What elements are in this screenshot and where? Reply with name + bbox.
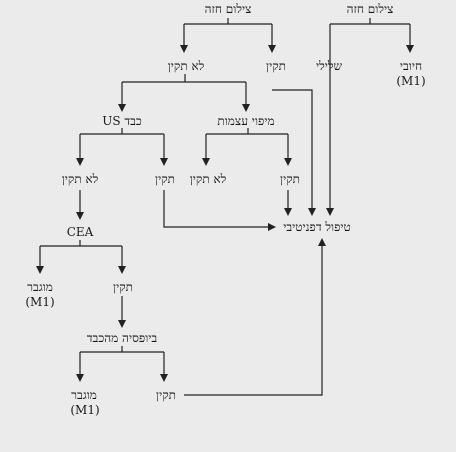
connector [184, 246, 323, 396]
arrowhead [308, 208, 316, 216]
elevated-node: מוגבר [27, 280, 53, 294]
elevated-stage-label: (M1) [70, 403, 100, 417]
arrowhead [76, 158, 84, 166]
arrowhead [318, 238, 326, 246]
arrowhead [76, 374, 84, 382]
chest-xray-right-node: צילום חזה [346, 2, 394, 16]
arrowhead [36, 266, 44, 274]
arrowhead [118, 104, 126, 112]
liver-biopsy-node: ביופסיה מהכבד [86, 331, 158, 345]
negative-node: שלילי [315, 59, 343, 73]
arrowhead [242, 104, 250, 112]
connector [121, 74, 247, 104]
connector [79, 346, 165, 374]
elevated-node: מוגבר [71, 388, 97, 402]
bone-scan-node: מיפוי עצמות [217, 114, 275, 128]
arrowhead [118, 320, 126, 328]
arrowhead [268, 223, 276, 231]
abnormal-node: לא תקין [189, 172, 227, 186]
normal-node: תקין [156, 388, 176, 402]
connector [79, 128, 165, 158]
arrowhead [202, 158, 210, 166]
elevated-stage-label: (M1) [25, 295, 55, 309]
cea-node: CEA [66, 225, 94, 239]
arrowhead [406, 45, 414, 53]
connector [39, 240, 123, 266]
arrowhead [326, 208, 334, 216]
abnormal-node: לא תקין [167, 59, 205, 73]
connector [205, 128, 289, 158]
abnormal-node: לא תקין [61, 172, 99, 186]
normal-node: תקין [280, 172, 300, 186]
positive-node: חיובי [399, 59, 423, 73]
connector [163, 190, 268, 228]
us-liver-node: US כבד [102, 114, 142, 128]
arrowhead [284, 158, 292, 166]
arrowhead [268, 45, 276, 53]
arrowhead [284, 208, 292, 216]
arrowhead [160, 158, 168, 166]
positive-stage-label: (M1) [396, 74, 426, 88]
normal-node: תקין [266, 59, 286, 73]
connector [272, 89, 313, 208]
connector [330, 18, 411, 45]
chest-xray-left-node: צילום חזה [204, 2, 252, 16]
arrowhead [118, 266, 126, 274]
arrowhead [160, 374, 168, 382]
connector [183, 18, 273, 45]
normal-node: תקין [155, 172, 175, 186]
normal-node: תקין [113, 280, 133, 294]
arrowhead [76, 212, 84, 220]
arrowhead [180, 45, 188, 53]
definitive-treatment-node: טיפול דפניטיבי [283, 220, 351, 234]
